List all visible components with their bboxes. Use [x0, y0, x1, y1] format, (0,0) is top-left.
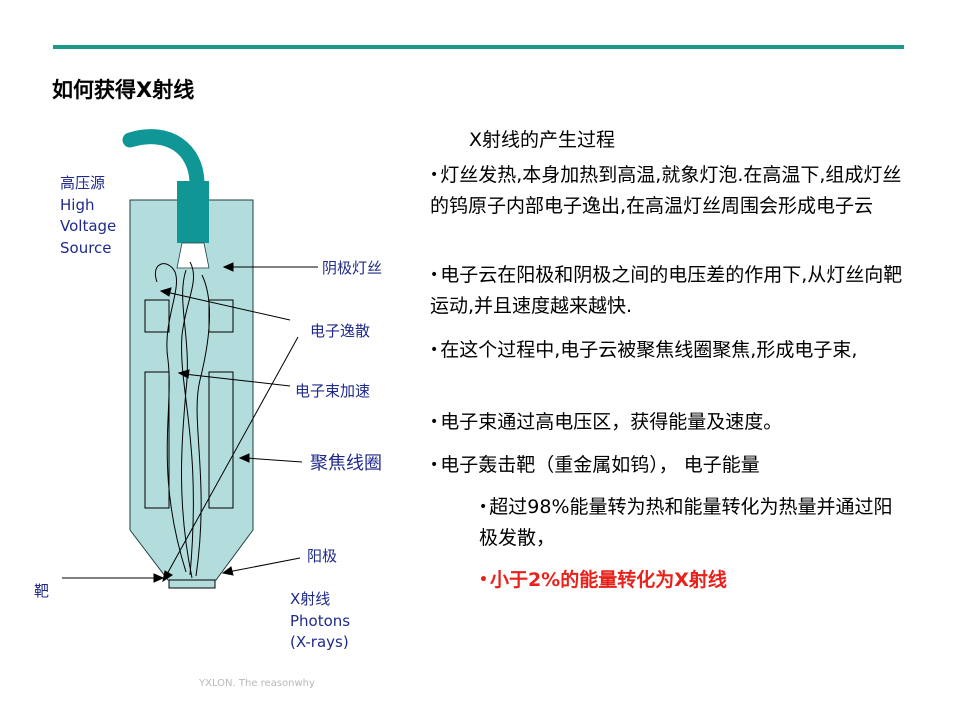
bullet-dot: • — [430, 267, 439, 283]
bullet-text: 电子轰击靶（重金属如钨）， 电子能量 — [440, 454, 760, 476]
header-rule — [53, 45, 904, 49]
bullet-item: •电子云在阳极和阴极之间的电压差的作用下,从灯丝向靶运动,并且速度越来越快. — [430, 260, 910, 322]
xray-label-line1: X射线 — [290, 590, 331, 608]
hv-source-label: 高压源 High Voltage Source — [60, 173, 116, 259]
target — [168, 579, 216, 589]
bullet-item: •电子束通过高电压区，获得能量及速度。 — [430, 407, 910, 438]
bullet-dot: • — [430, 457, 439, 473]
focus-coil-label: 聚焦线圈 — [310, 453, 382, 474]
right-focus-coil — [208, 371, 234, 509]
hv-connector — [177, 181, 209, 243]
emission-label: 电子逸散 — [310, 322, 371, 340]
left-focus-coil — [144, 371, 170, 509]
footer-text: YXLON. The reasonwhy — [199, 678, 315, 689]
sub-bullet-text: 超过98%能量转为热和能量转化为热量并通过阳极发散， — [479, 496, 893, 549]
leader-lines — [62, 262, 318, 583]
slide-title: 如何获得X射线 — [52, 78, 195, 102]
anode-label: 阳极 — [307, 547, 338, 565]
hv-source-label-en3: Source — [60, 238, 112, 257]
sub-bullet-item: •超过98%能量转为热和能量转化为热量并通过阳极发散， — [479, 492, 909, 554]
bullet-dot: • — [430, 414, 439, 430]
cathode-cup — [176, 242, 210, 269]
hv-source-label-cn: 高压源 — [60, 174, 106, 192]
target-label: 靶 — [34, 582, 50, 600]
bullet-item: •在这个过程中,电子云被聚焦线圈聚焦,形成电子束, — [430, 335, 900, 366]
upper-left-plate — [144, 299, 170, 333]
xray-label-line2: Photons — [290, 611, 351, 630]
bullet-text: 电子束通过高电压区，获得能量及速度。 — [440, 411, 783, 433]
bullet-text: 电子云在阳极和阴极之间的电压差的作用下,从灯丝向靶运动,并且速度越来越快. — [430, 264, 903, 317]
electron-paths — [154, 261, 210, 579]
sub-bullet-item-highlight: •小于2%的能量转化为X射线 — [479, 565, 909, 596]
bullet-item: •电子轰击靶（重金属如钨）， 电子能量 — [430, 450, 910, 481]
bullet-text: 灯丝发热,本身加热到高温,就象灯泡.在高温下,组成灯丝的钨原子内部电子逸出,在高… — [430, 164, 902, 217]
xray-label: X射线 Photons (X-rays) — [290, 589, 350, 654]
acceleration-label: 电子束加速 — [295, 382, 371, 400]
process-subtitle: X射线的产生过程 — [469, 129, 616, 151]
hv-cable — [122, 129, 205, 190]
bullet-dot: • — [430, 342, 439, 358]
bullet-item: •灯丝发热,本身加热到高温,就象灯泡.在高温下,组成灯丝的钨原子内部电子逸出,在… — [430, 160, 910, 222]
bullet-dot: • — [430, 167, 439, 183]
xray-label-line3: (X-rays) — [290, 633, 349, 651]
cathode-label: 阴极灯丝 — [322, 259, 383, 277]
hv-source-label-en2: Voltage — [60, 217, 117, 235]
hv-source-label-en1: High — [60, 195, 95, 214]
bullet-text: 在这个过程中,电子云被聚焦线圈聚焦,形成电子束, — [440, 339, 858, 361]
sub-bullet-text: 小于2%的能量转化为X射线 — [489, 569, 727, 591]
bullet-dot: • — [479, 499, 488, 515]
bullet-dot: • — [479, 572, 488, 588]
